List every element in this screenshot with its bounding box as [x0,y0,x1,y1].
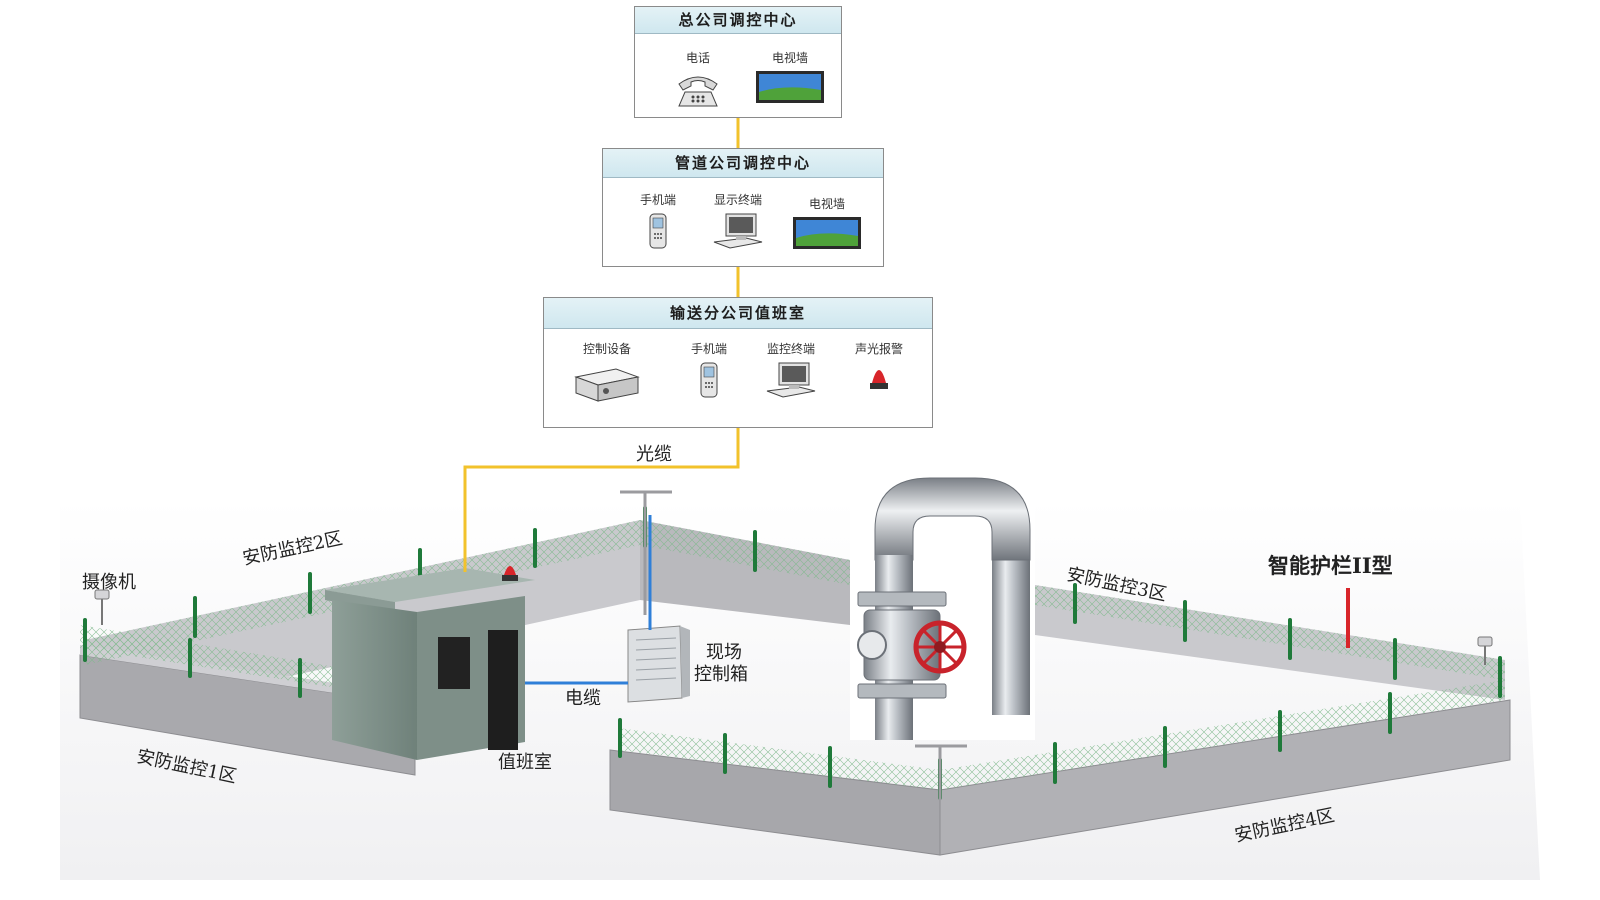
branch-mobile-label: 手机端 [690,342,727,356]
hq-dispatch-center: 总公司调控中心 电话 电视墙 [634,6,842,118]
branch-duty-room: 输送分公司值班室 控制设备 手机端 监控终端 声光报警 [543,297,933,428]
computer-icon [713,213,763,249]
pipeline-center-title: 管道公司调控中心 [603,149,883,178]
camera-icon [94,589,110,625]
hq-phone: 电话 [673,49,723,108]
branch-control-label: 控制设备 [582,342,631,356]
camera-icon [1477,636,1493,665]
pipeline-valve [850,470,1035,740]
fence-type-label: 智能护栏II型 [1268,553,1393,578]
control-cabinet [627,625,690,703]
fiber-cable-label: 光缆 [636,444,672,465]
light-poles [620,490,967,800]
power-cable-label: 电缆 [565,688,601,709]
mobile-phone-icon [700,362,718,398]
alarm-beacon-icon [502,566,518,581]
alarm-beacon-icon [870,370,888,389]
video-wall-icon [756,71,824,103]
hq-center-title: 总公司调控中心 [635,7,841,34]
pipeline-dispatch-center: 管道公司调控中心 手机端 显示终端 电视墙 [602,148,884,267]
pipeline-video-wall-label: 电视墙 [808,197,845,211]
pipeline-video-wall: 电视墙 [789,195,865,250]
control-box-label-line1: 现场 [706,642,742,663]
pipeline-mobile: 手机端 [631,191,685,250]
control-device-icon [574,368,640,402]
branch-monitor-label: 监控终端 [766,342,815,356]
branch-room-title: 输送分公司值班室 [544,298,932,329]
guard-room-label: 值班室 [498,752,552,773]
branch-monitor-terminal: 监控终端 [756,340,826,403]
branch-mobile: 手机端 [682,340,736,399]
branch-alarm-label: 声光报警 [854,342,903,356]
mobile-phone-icon [649,213,667,249]
right-enclosure [609,585,1511,856]
pipeline-mobile-label: 手机端 [639,193,676,207]
computer-icon [766,362,816,398]
video-wall-icon [793,217,861,249]
camera-label: 摄像机 [82,572,136,593]
guard-house [325,568,535,760]
control-box-label-line2: 控制箱 [694,664,748,685]
fiber-cable-line [463,428,740,572]
pipeline-display-terminal: 显示终端 [705,191,771,252]
hq-video-wall-label: 电视墙 [771,51,808,65]
branch-control-device: 控制设备 [572,340,642,407]
pipeline-display-label: 显示终端 [713,193,762,207]
branch-audible-alarm: 声光报警 [844,340,914,391]
telephone-icon [678,76,718,107]
hq-phone-label: 电话 [685,51,710,65]
hq-video-wall: 电视墙 [753,49,827,104]
